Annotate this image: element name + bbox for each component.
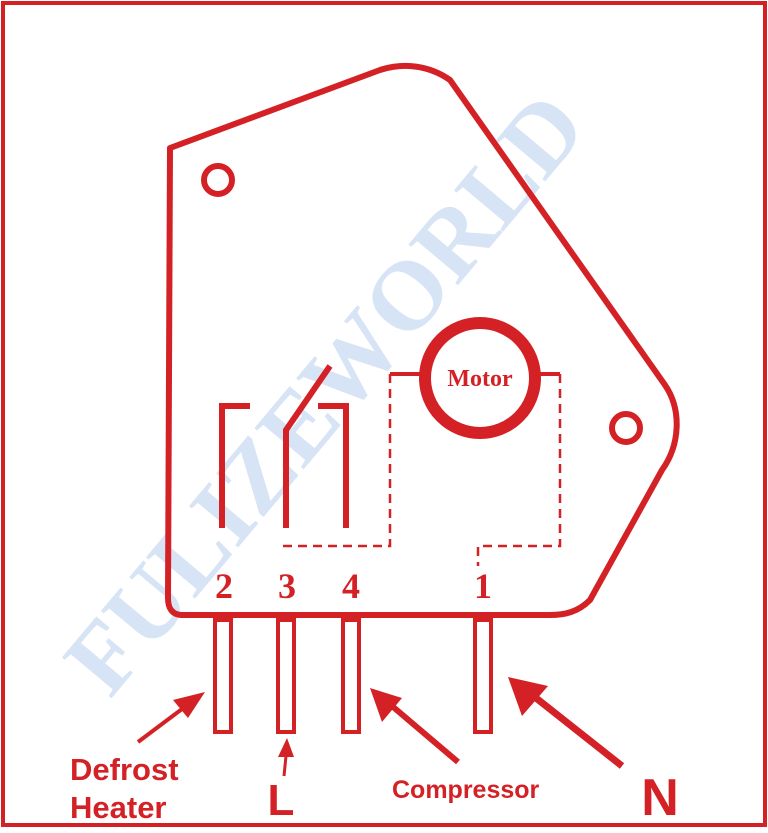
contact-2 [219, 403, 250, 528]
mount-hole-right [609, 411, 643, 445]
terminal-number-2: 2 [215, 566, 233, 606]
terminal-pin-4 [341, 618, 361, 734]
arrow-line [278, 738, 294, 777]
arrow-neutral [508, 677, 625, 769]
motor-label: Motor [447, 366, 513, 392]
dashed-wire-right [476, 374, 562, 566]
terminal-number-3: 3 [278, 566, 296, 606]
arrow-defrost-heater [136, 692, 205, 744]
terminal-pin-2 [213, 618, 233, 734]
terminal-number-1: 1 [474, 566, 492, 606]
label-neutral: N [641, 769, 679, 827]
terminal-pin-3 [276, 618, 296, 734]
terminal-number-4: 4 [342, 566, 360, 606]
terminal-pin-1 [473, 618, 493, 734]
label-defrost: Defrost [70, 752, 179, 787]
label-heater: Heater [70, 790, 167, 825]
dashed-wire-left [282, 374, 392, 548]
motor-circle [419, 317, 541, 439]
contact-4 [318, 403, 349, 528]
label-line: L [268, 776, 295, 825]
contact-3-switch-arm [283, 364, 333, 528]
arrow-compressor [370, 688, 460, 765]
mount-hole-top [201, 163, 235, 197]
timer-housing [165, 62, 680, 618]
label-compressor: Compressor [392, 776, 540, 804]
